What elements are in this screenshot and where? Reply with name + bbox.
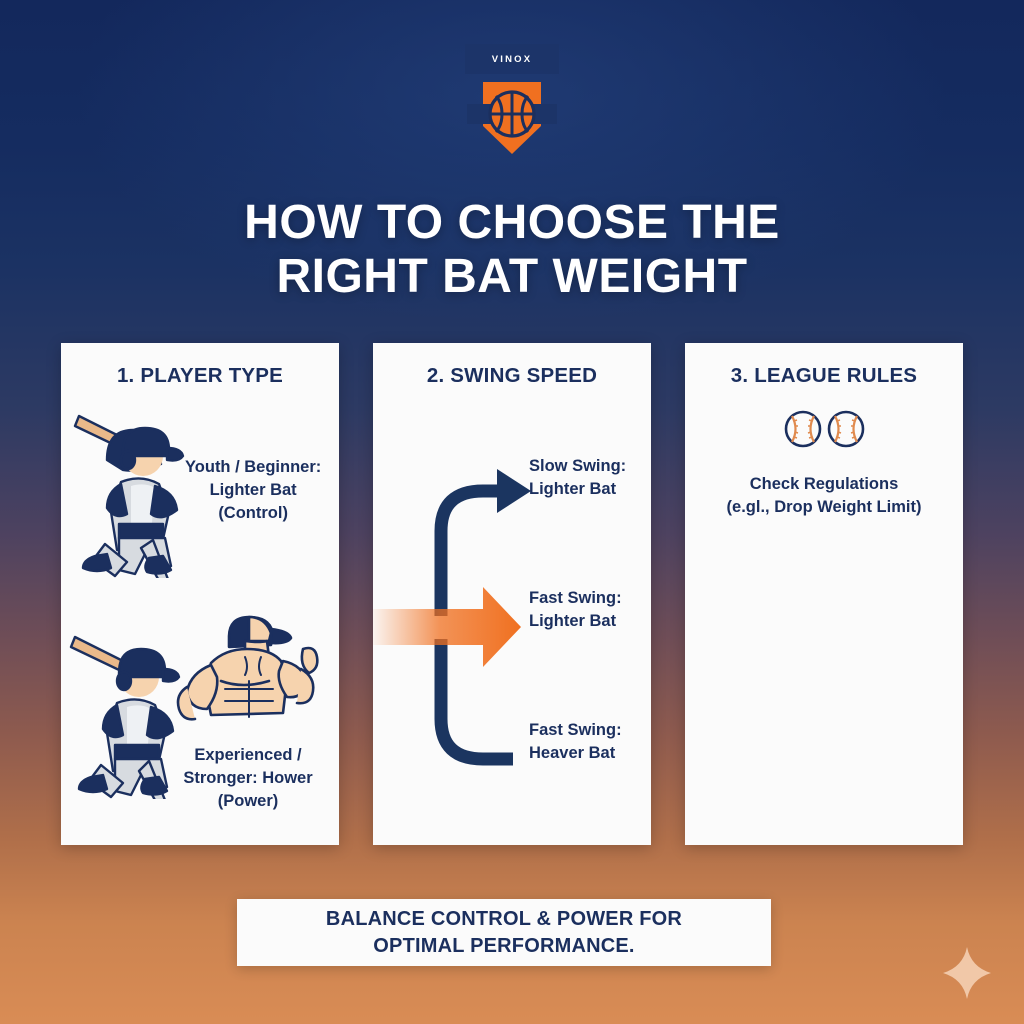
- player-type-youth-text: Youth / Beginner: Lighter Bat (Control): [185, 458, 322, 522]
- footer-banner: BALANCE CONTROL & POWER FOR OPTIMAL PERF…: [237, 899, 771, 966]
- swing-speed-label-slow: Slow Swing: Lighter Bat: [529, 457, 627, 498]
- player-type-item-youth: Youth / Beginner: Lighter Bat (Control): [69, 398, 337, 590]
- baseball-pair-icon: [685, 409, 963, 449]
- baseball-batter-icon: [69, 398, 185, 590]
- basketball-shield-logo-icon: [453, 78, 571, 162]
- card-title: 3. LEAGUE RULES: [730, 364, 918, 387]
- title-line-1: HOW TO CHOOSE THE: [244, 196, 780, 249]
- swing-speed-label-fast-light: Fast Swing: Lighter Bat: [529, 589, 622, 630]
- swing-speed-label-fast-heavy: Fast Swing: Heaver Bat: [529, 721, 622, 762]
- swing-speed-diagram: Slow Swing: Lighter Bat Fast Swing: Ligh…: [373, 401, 651, 841]
- title-line-2: RIGHT BAT WEIGHT: [276, 250, 748, 304]
- flexing-muscles-icon: [175, 611, 321, 728]
- card-title: 2. SWING SPEED: [426, 364, 598, 387]
- league-rules-text: Check Regulations (e.gl., Drop Weight Li…: [726, 475, 922, 517]
- four-point-star-icon: [941, 945, 993, 1006]
- card-swing-speed[interactable]: 2. SWING SPEED Slow Swin: [373, 343, 651, 845]
- footer-text: BALANCE CONTROL & POWER FOR OPTIMAL PERF…: [325, 908, 683, 957]
- brand-logo: VINOX: [453, 44, 571, 162]
- baseball-batter-icon: [65, 619, 181, 813]
- card-league-rules[interactable]: 3. LEAGUE RULES C: [685, 343, 963, 845]
- player-type-experienced-text: Experienced / Stronger: Hower (Power): [183, 746, 313, 810]
- brand-name-plate: VINOX: [465, 44, 559, 74]
- page-title: HOW TO CHOOSE THE RIGHT BAT WEIGHT: [0, 196, 1024, 304]
- card-player-type[interactable]: 1. PLAYER TYPE: [61, 343, 339, 845]
- brand-name: VINOX: [491, 53, 533, 65]
- cards-container: 1. PLAYER TYPE: [61, 343, 963, 845]
- card-title: 1. PLAYER TYPE: [116, 364, 284, 387]
- player-type-item-experienced: Experienced / Stronger: Hower (Power): [65, 611, 337, 813]
